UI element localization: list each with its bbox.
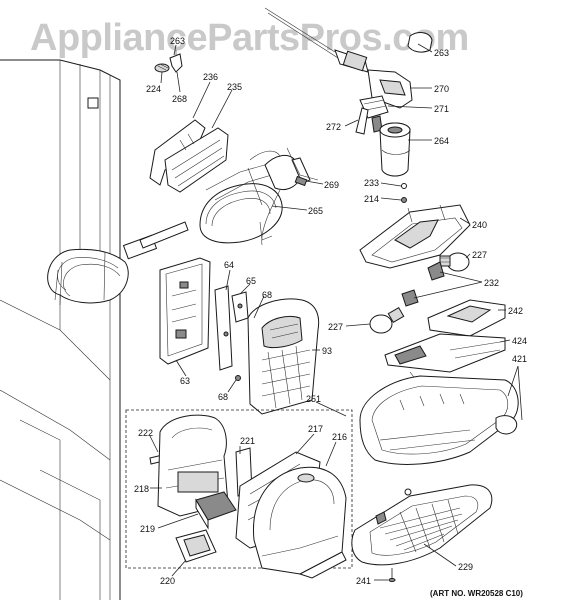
label-263-b: 263 <box>434 48 449 58</box>
label-233: 233 <box>364 178 379 188</box>
label-64: 64 <box>224 260 234 270</box>
part-251-assembly-box <box>125 409 353 569</box>
label-264: 264 <box>434 136 449 146</box>
label-265: 265 <box>308 206 323 216</box>
part-219-plate <box>195 491 237 530</box>
label-220: 220 <box>160 576 175 586</box>
label-93: 93 <box>322 346 332 356</box>
part-424-cover <box>384 333 506 381</box>
art-number: (ART NO. WR20528 C10) <box>430 589 523 598</box>
part-232-socket <box>401 261 445 307</box>
label-214: 214 <box>364 194 379 204</box>
label-216: 216 <box>332 432 347 442</box>
part-240-light-housing <box>359 204 471 269</box>
part-64-65-bracket <box>214 285 249 371</box>
label-68-a: 68 <box>262 290 272 300</box>
label-269: 269 <box>324 180 339 190</box>
label-236: 236 <box>203 72 218 82</box>
label-241: 241 <box>356 576 371 586</box>
part-265-heater-tube <box>47 147 319 306</box>
part-218-housing <box>157 414 229 517</box>
part-labels: 263 224 268 236 235 263 270 271 272 264 … <box>134 36 527 586</box>
label-68-b: 68 <box>218 392 228 402</box>
part-241-screw <box>388 568 396 582</box>
label-229: 229 <box>458 562 473 572</box>
label-270: 270 <box>434 84 449 94</box>
label-217: 217 <box>308 424 323 434</box>
cabinet-frame <box>0 59 121 600</box>
part-216-outer-housing <box>252 466 347 579</box>
label-272: 272 <box>326 122 341 132</box>
part-220-seal <box>175 529 217 563</box>
label-240: 240 <box>472 220 487 230</box>
part-235-236-bracket <box>149 119 229 193</box>
label-224: 224 <box>146 84 161 94</box>
part-242-switch-bracket <box>427 299 506 337</box>
label-251: 251 <box>306 394 321 404</box>
part-227-bulb-upper <box>439 252 470 272</box>
part-263-270-water-line <box>264 7 433 135</box>
label-221: 221 <box>240 436 255 446</box>
watermark-text: AppliancePartsPros.com <box>30 17 469 59</box>
label-271: 271 <box>434 104 449 114</box>
part-233-214-fasteners <box>401 183 407 203</box>
label-219: 219 <box>140 524 155 534</box>
part-63-control-board <box>159 257 211 365</box>
part-229-drip-tray <box>351 484 493 566</box>
part-264-filter <box>379 122 411 177</box>
label-63: 63 <box>180 376 190 386</box>
label-424: 424 <box>512 336 527 346</box>
part-227-bulb-lower <box>369 306 405 334</box>
label-235: 235 <box>227 82 242 92</box>
label-232: 232 <box>484 278 499 288</box>
label-218: 218 <box>134 484 149 494</box>
label-227-a: 227 <box>472 250 487 260</box>
label-227-b: 227 <box>328 322 343 332</box>
label-242: 242 <box>508 306 523 316</box>
label-421: 421 <box>512 354 527 364</box>
part-93-dispenser-cover <box>247 298 320 415</box>
part-421-dispenser-housing <box>359 375 519 496</box>
label-222: 222 <box>138 428 153 438</box>
label-65: 65 <box>246 276 256 286</box>
leader-lines <box>149 43 523 581</box>
label-263: 263 <box>170 36 185 46</box>
label-268: 268 <box>172 94 187 104</box>
